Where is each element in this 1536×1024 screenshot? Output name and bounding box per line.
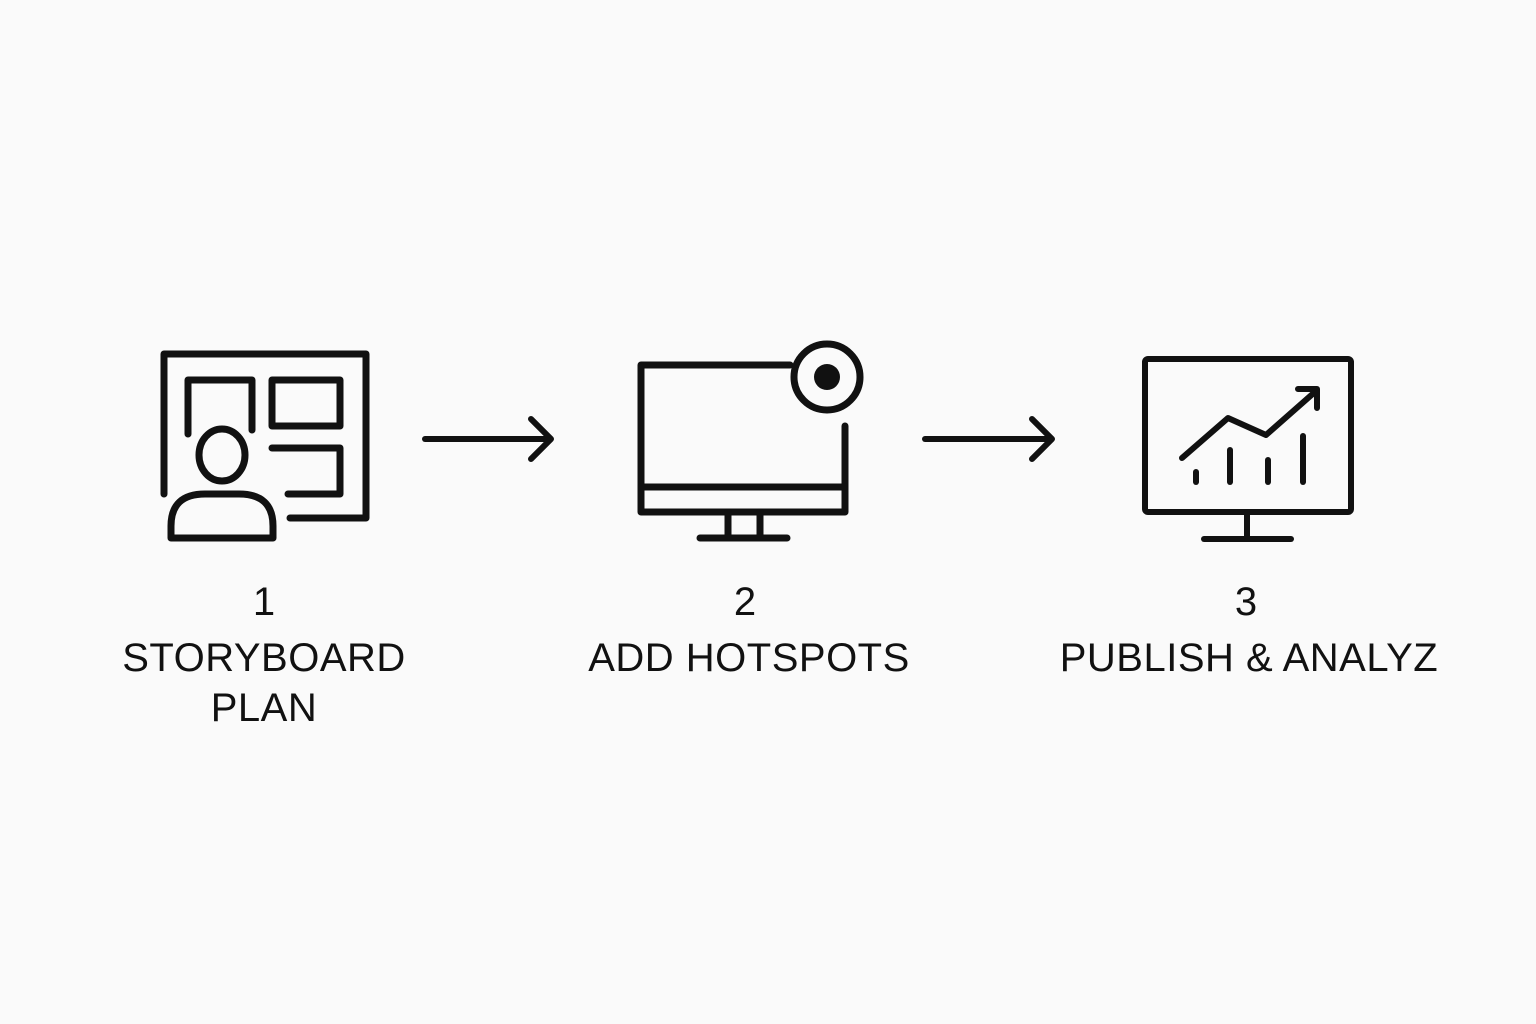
monitor-chart-icon xyxy=(1135,350,1365,550)
step-3-label-line1: PUBLISH & ANALYZ xyxy=(1059,636,1439,680)
arrow-right-icon xyxy=(920,414,1060,464)
step-1-label-line1: STORYBOARD xyxy=(122,636,406,680)
storyboard-icon xyxy=(150,340,380,550)
arrow-right-icon xyxy=(420,414,560,464)
step-2-number: 2 xyxy=(733,580,757,624)
step-1-label-line2: PLAN xyxy=(210,686,318,730)
step-3-number: 3 xyxy=(1234,580,1258,624)
monitor-hotspot-icon xyxy=(630,335,875,550)
step-2-label-line1: ADD HOTSPOTS xyxy=(588,636,910,680)
step-1-number: 1 xyxy=(252,580,276,624)
